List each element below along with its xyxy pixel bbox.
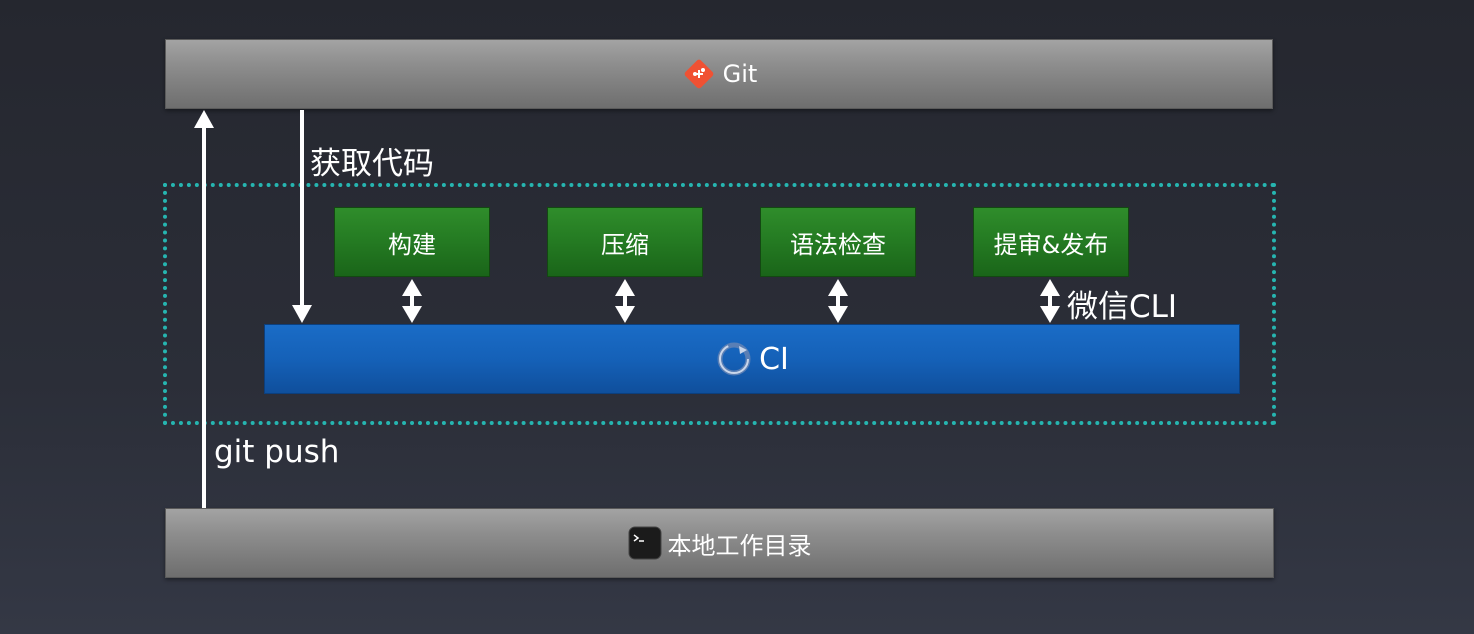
- ci-bar: CI: [264, 324, 1240, 394]
- publish-ci-arrow: [1040, 279, 1060, 323]
- terminal-icon: [628, 526, 661, 560]
- fetch-code-label: 获取代码: [310, 146, 434, 182]
- sync-icon: [717, 342, 751, 376]
- build-ci-arrow: [402, 279, 422, 323]
- git-repository-bar: Git: [165, 39, 1273, 109]
- git-push-arrow: [194, 110, 214, 508]
- wechat-cli-label: 微信CLI: [1067, 289, 1178, 325]
- ci-pipeline-frame: [163, 183, 1276, 425]
- local-workdir-bar: 本地工作目录: [165, 508, 1274, 578]
- local-label: 本地工作目录: [667, 531, 812, 560]
- git-label: Git: [722, 60, 758, 88]
- fetch-code-arrow: [292, 110, 312, 323]
- git-push-label: git push: [214, 434, 340, 470]
- submit-publish-step: 提审&发布: [973, 207, 1129, 277]
- ci-label: CI: [759, 341, 789, 377]
- compress-step: 压缩: [547, 207, 703, 277]
- lint-step: 语法检查: [760, 207, 916, 277]
- git-icon: [684, 59, 713, 89]
- lint-ci-arrow: [828, 279, 848, 323]
- compress-ci-arrow: [615, 279, 635, 323]
- build-step: 构建: [334, 207, 490, 277]
